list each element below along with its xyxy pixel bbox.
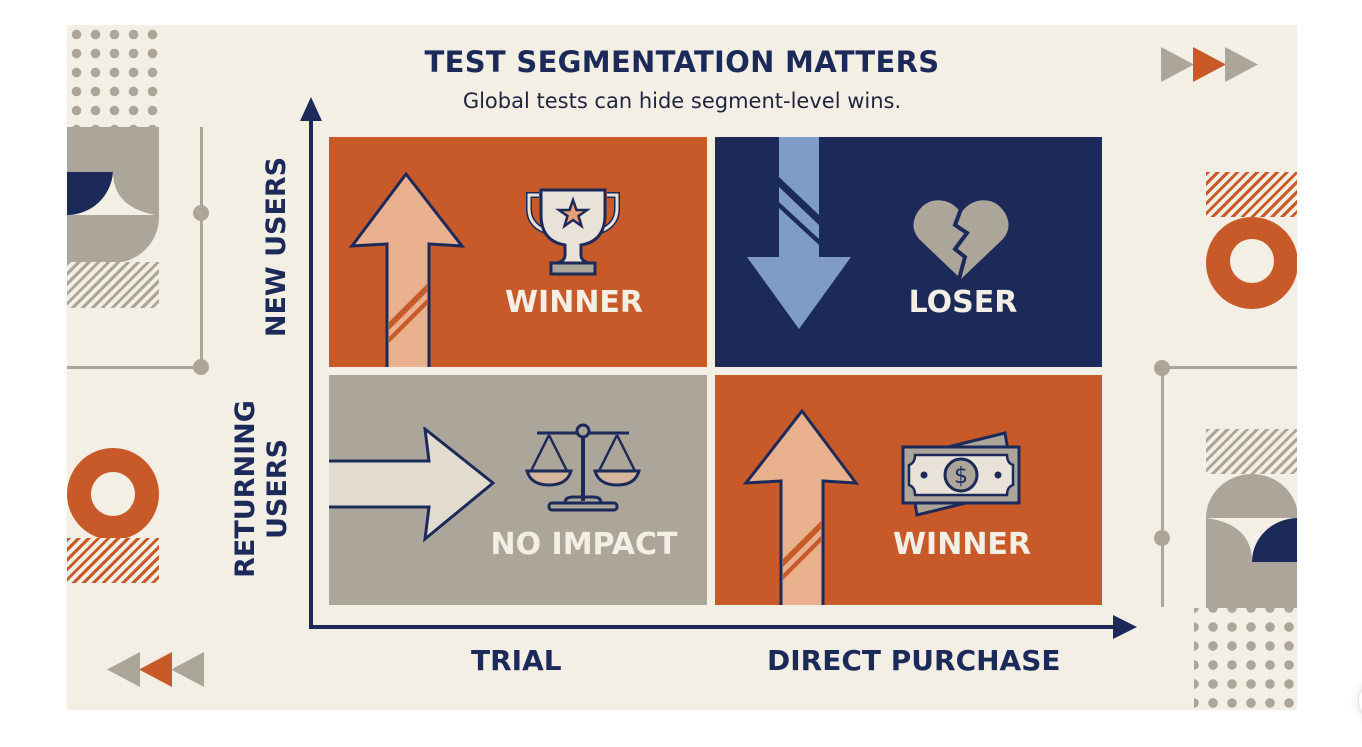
quadrant-new-users-trial: WINNER	[329, 137, 707, 367]
page-subtitle: Global tests can hide segment-level wins…	[462, 89, 902, 113]
x-axis-arrowhead-icon	[1113, 615, 1137, 639]
decor-node-dot	[193, 359, 209, 375]
decor-line-vertical-left	[200, 127, 203, 367]
quadrant-label: WINNER	[504, 285, 644, 320]
y-axis-label-new-users: NEW USERS	[261, 156, 292, 338]
decor-orange-ring-right	[1206, 217, 1297, 309]
infographic-canvas: TEST SEGMENTATION MATTERS Global tests c…	[67, 25, 1297, 710]
y-axis-arrowhead-icon	[300, 97, 322, 121]
decor-hatch-orange-left	[67, 538, 159, 583]
quadrant-label: WINNER	[892, 527, 1032, 562]
floating-action-button[interactable]	[1358, 680, 1362, 722]
decor-orange-ring-left	[67, 448, 159, 540]
arrow-right-icon	[329, 427, 496, 543]
decor-node-dot	[1154, 530, 1170, 546]
arrow-up-icon	[349, 172, 466, 367]
decor-dot-pattern-top-left	[67, 25, 159, 127]
decor-fast-forward-triangles-icon	[1161, 47, 1258, 82]
page-title: TEST SEGMENTATION MATTERS	[424, 45, 940, 79]
decor-dot-pattern-bottom-right	[1194, 608, 1297, 710]
quadrant-returning-users-trial: NO IMPACT	[329, 375, 707, 605]
quadrant-returning-users-direct-purchase: $ WINNER	[715, 375, 1102, 605]
arrow-down-icon	[747, 137, 851, 329]
money-bill-icon: $	[901, 431, 1021, 517]
quadrant-new-users-direct-purchase: LOSER	[715, 137, 1102, 367]
decor-rewind-triangles-icon	[107, 652, 204, 687]
quadrant-label: LOSER	[908, 285, 1018, 320]
decor-hatch-grey-right	[1206, 429, 1297, 474]
decor-hatch-orange-right	[1206, 172, 1297, 217]
decor-node-dot	[193, 205, 209, 221]
decor-line-horizontal-right	[1162, 366, 1297, 369]
arrow-up-icon	[743, 409, 860, 605]
decor-line-vertical-right	[1161, 367, 1164, 607]
decor-arch-shape-top-left	[67, 127, 159, 263]
chart-axes	[300, 97, 1137, 639]
y-axis-label-returning-users: RETURNING USERS	[230, 400, 293, 578]
svg-text:$: $	[954, 464, 968, 489]
x-axis-label-trial: TRIAL	[471, 644, 562, 677]
balance-scale-icon	[525, 423, 641, 512]
decor-node-dot	[1154, 360, 1170, 376]
trophy-icon	[526, 188, 620, 276]
decor-arch-shape-right	[1206, 474, 1297, 608]
quadrant-label: NO IMPACT	[490, 527, 678, 562]
broken-heart-icon	[913, 200, 1009, 280]
decor-hatch-grey-top-left	[67, 262, 159, 308]
decor-line-horizontal-left	[67, 366, 202, 369]
x-axis-label-direct-purchase: DIRECT PURCHASE	[767, 644, 1061, 677]
